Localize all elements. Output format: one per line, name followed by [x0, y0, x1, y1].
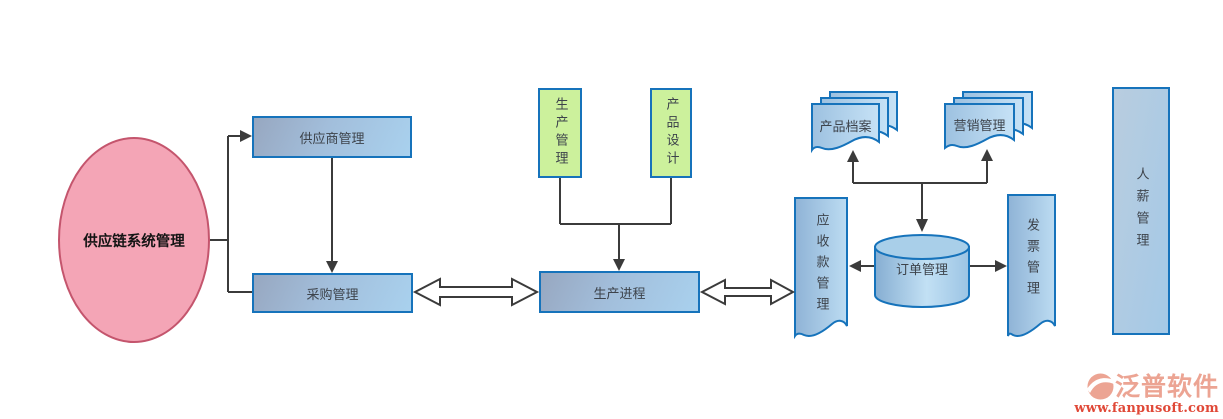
fanpu-logo-icon — [1086, 373, 1114, 400]
cylinder-top — [874, 234, 970, 260]
supply-chain-label: 供应链系统管理 — [83, 233, 185, 250]
node-order-cylinder — [874, 234, 970, 308]
node-invoice-doc — [1007, 194, 1056, 337]
procurement-label: 采购管理 — [306, 287, 359, 303]
arrowhead-into-procurement — [326, 261, 338, 273]
node-procurement-management: 采购管理 — [252, 273, 413, 313]
node-hr-payroll-management: 人薪管理 — [1112, 87, 1170, 335]
production-process-label: 生产进程 — [593, 286, 646, 302]
arrowhead-into-marketing — [981, 149, 993, 161]
arrowhead-into-production-process — [613, 259, 625, 271]
node-production-management: 生产管理 — [538, 88, 582, 178]
arrowheads — [240, 130, 1007, 273]
connector-lines — [210, 135, 996, 293]
arrowhead-into-receivables — [849, 260, 861, 272]
node-product-design: 产品设计 — [650, 88, 692, 178]
watermark-brand: 泛普软件 — [1114, 372, 1219, 401]
node-supply-chain-system: 供应链系统管理 — [58, 137, 210, 343]
arrowhead-into-invoice — [995, 260, 1007, 272]
double-arrow-procurement-production — [412, 277, 540, 307]
node-product-archive-stack — [811, 91, 898, 154]
cylinder-body — [874, 246, 970, 308]
node-marketing-stack — [944, 91, 1033, 150]
watermark-row: 泛普软件 — [1086, 372, 1219, 401]
node-production-process: 生产进程 — [539, 271, 700, 313]
product-design-label: 产品设计 — [663, 97, 679, 169]
node-supplier-management: 供应商管理 — [252, 116, 412, 158]
supplier-label: 供应商管理 — [299, 131, 365, 147]
node-receivables-doc — [794, 197, 848, 340]
arrowhead-into-supplier — [240, 130, 252, 142]
product-archive-sheet-front — [811, 103, 880, 154]
watermark-url: www.fanpusoft.com — [1074, 401, 1219, 416]
arrowhead-into-product-archive — [847, 150, 859, 162]
double-arrow-production-receivables — [699, 278, 796, 306]
watermark: 泛普软件 www.fanpusoft.com — [1074, 372, 1219, 415]
marketing-sheet-front — [944, 103, 1015, 150]
arrowhead-into-order — [916, 219, 928, 232]
hr-payroll-label: 人薪管理 — [1133, 167, 1149, 255]
production-mgmt-label: 生产管理 — [552, 97, 568, 169]
hollow-arrows — [412, 277, 796, 307]
